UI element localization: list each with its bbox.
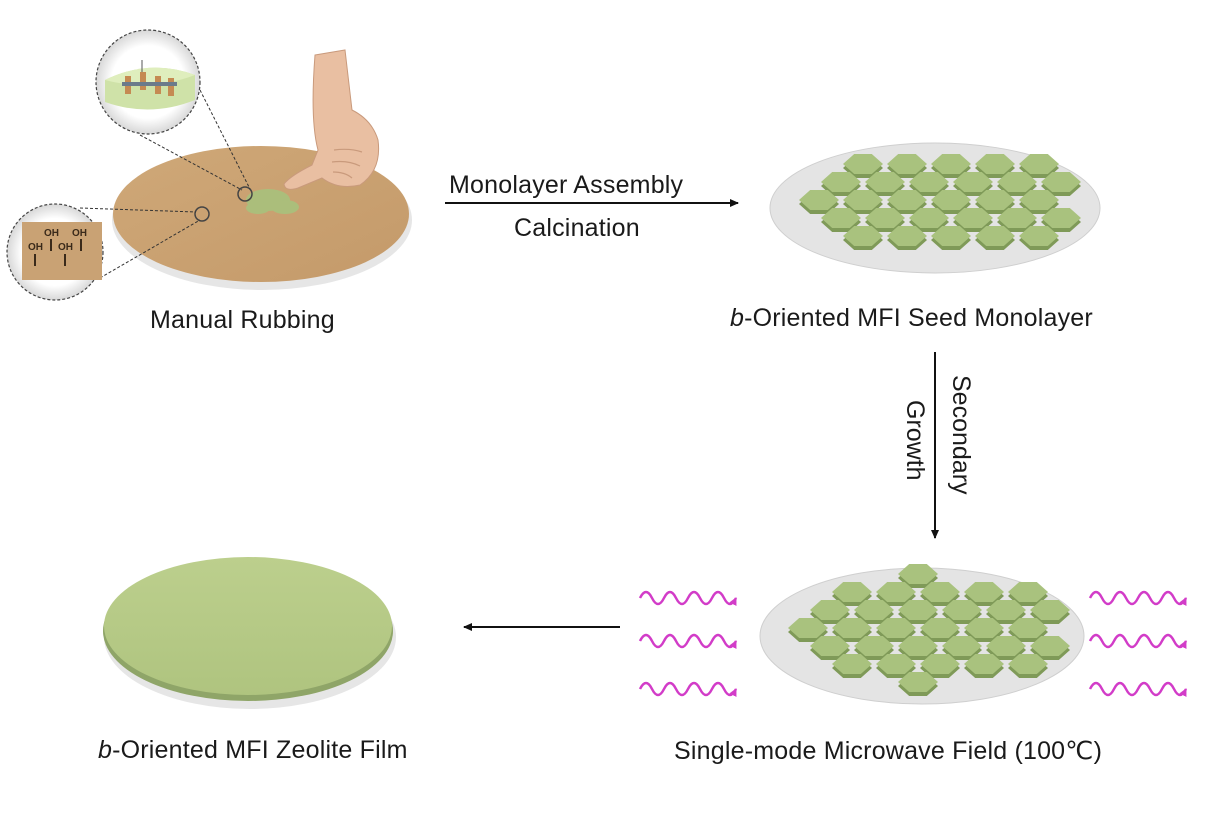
crystal-tile: [1008, 582, 1048, 602]
oh-label: OH: [58, 242, 73, 253]
crystal-tile: [964, 582, 1004, 602]
oh-label: OH: [44, 228, 59, 239]
crystal-tile: [975, 190, 1015, 210]
arrow-label-growth: Growth: [901, 400, 929, 481]
crystal-tile: [931, 226, 971, 246]
crystal-tile: [1019, 190, 1059, 210]
crystal-tile: [942, 600, 982, 620]
crystal-tile: [832, 618, 872, 638]
crystal-tile: [898, 564, 938, 584]
crystal-tile: [1008, 618, 1048, 638]
microwave-wave-icon: [1088, 633, 1188, 650]
crystal-tile: [865, 172, 905, 192]
microwave-wave-icon: [638, 633, 738, 650]
crystal-tile: [887, 190, 927, 210]
crystal-tile: [1008, 654, 1048, 674]
crystal-tile: [920, 618, 960, 638]
crystal-tile: [975, 226, 1015, 246]
microwave-wave-icon: [1088, 590, 1188, 607]
crystal-tile: [865, 208, 905, 228]
crystal-tile: [898, 600, 938, 620]
crystal-tile: [788, 618, 828, 638]
crystal-tile: [821, 208, 861, 228]
arrow-label-secondary: Secondary: [947, 375, 975, 495]
crystal-tile: [931, 154, 971, 174]
focus-circle-substrate: [194, 206, 210, 222]
crystal-tile: [876, 618, 916, 638]
step-label-zeolite-film: b-Oriented MFI Zeolite Film: [98, 736, 408, 764]
oh-label: OH: [28, 242, 43, 253]
crystal-tile: [986, 636, 1026, 656]
grown-crystal-tiles: [788, 564, 1070, 696]
crystal-tile: [810, 636, 850, 656]
seed-crystal-tiles: [799, 154, 1081, 250]
crystal-tile: [898, 636, 938, 656]
crystal-tile: [931, 190, 971, 210]
crystal-tile: [810, 600, 850, 620]
hand-icon: [283, 49, 380, 190]
microwave-wave-icon: [1088, 681, 1188, 698]
crystal-tile: [843, 154, 883, 174]
crystal-tile: [854, 636, 894, 656]
crystal-tile: [1019, 154, 1059, 174]
crystal-tile: [832, 582, 872, 602]
microwave-wave-icon: [638, 681, 738, 698]
crystal-tile: [964, 618, 1004, 638]
crystal-tile: [942, 636, 982, 656]
crystal-tile: [898, 672, 938, 692]
zeolite-film-disc: [103, 557, 396, 709]
arrow-label-bottom-1: Calcination: [514, 214, 640, 242]
crystal-tile: [920, 582, 960, 602]
crystal-tile: [997, 208, 1037, 228]
seed-powder: [246, 189, 299, 214]
crystal-tile: [876, 582, 916, 602]
oh-label: OH: [72, 228, 87, 239]
crystal-tile: [1030, 600, 1070, 620]
crystal-tile: [854, 600, 894, 620]
crystal-tile: [964, 654, 1004, 674]
crystal-tile: [953, 208, 993, 228]
crystal-tile: [953, 172, 993, 192]
crystal-tile: [887, 154, 927, 174]
microwave-wafer: [759, 564, 1085, 705]
crystal-tile: [799, 190, 839, 210]
crystal-tile: [997, 172, 1037, 192]
step-label-manual-rubbing: Manual Rubbing: [150, 306, 335, 334]
step-label-seed-monolayer: b-Oriented MFI Seed Monolayer: [730, 304, 1093, 332]
crystal-tile: [843, 190, 883, 210]
focus-circle-crystal: [237, 186, 253, 202]
crystal-tile: [986, 600, 1026, 620]
crystal-tile: [887, 226, 927, 246]
crystal-tile: [1019, 226, 1059, 246]
crystal-tile: [909, 172, 949, 192]
crystal-inset: [95, 29, 251, 191]
crystal-tile: [876, 654, 916, 674]
crystal-tile: [1030, 636, 1070, 656]
crystal-tile: [920, 654, 960, 674]
arrow-label-top-1: Monolayer Assembly: [449, 171, 684, 199]
microwave-wave-icon: [638, 590, 738, 607]
crystal-tile: [843, 226, 883, 246]
crystal-tile: [821, 172, 861, 192]
crystal-tile: [1041, 208, 1081, 228]
seed-monolayer-wafer: [769, 142, 1101, 274]
crystal-tile: [975, 154, 1015, 174]
hydroxyl-labels: OH OH OH OH: [24, 226, 102, 278]
hydroxyl-inset: [6, 203, 201, 301]
crystal-tile: [1041, 172, 1081, 192]
crystal-tile: [832, 654, 872, 674]
microwave-waves: [638, 590, 1188, 698]
step-label-microwave-field: Single-mode Microwave Field (100℃): [674, 737, 1103, 765]
crystal-tile: [909, 208, 949, 228]
